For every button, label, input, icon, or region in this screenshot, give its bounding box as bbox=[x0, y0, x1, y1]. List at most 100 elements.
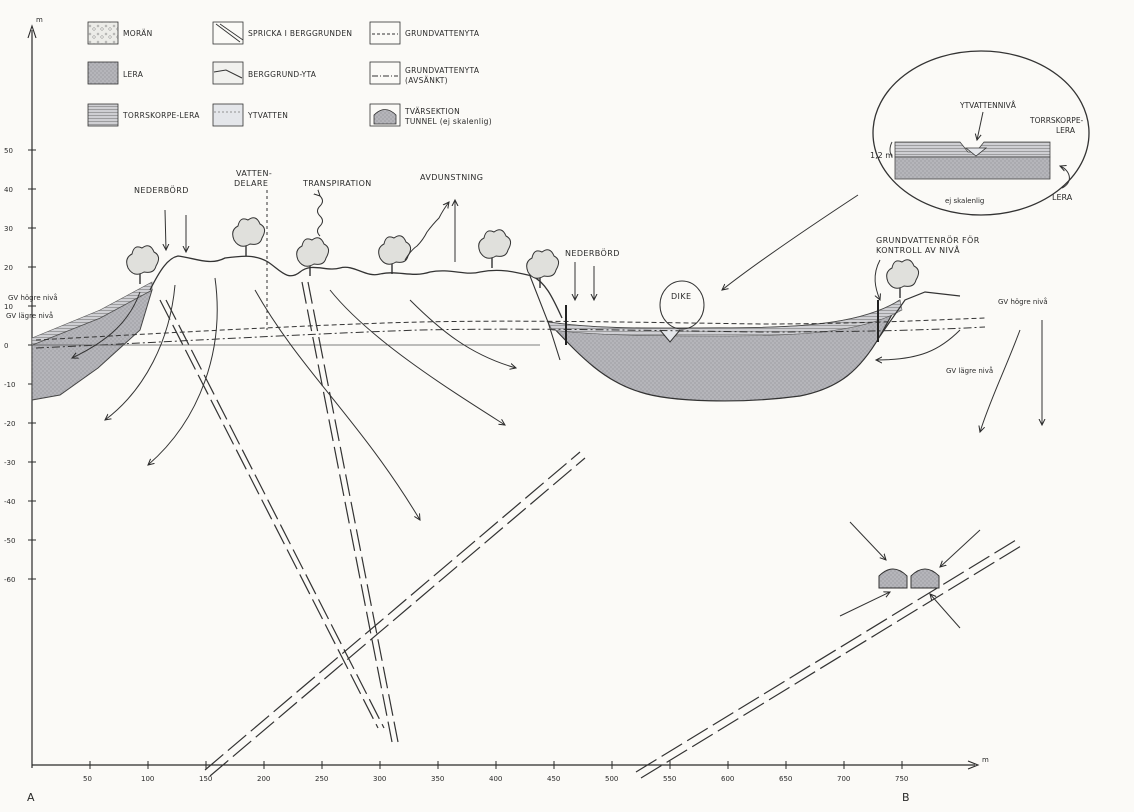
x-tick-label: 700 bbox=[837, 775, 850, 783]
tree bbox=[478, 229, 512, 268]
legend-label-surface-water: YTVATTEN bbox=[247, 111, 288, 120]
x-tick-label: 400 bbox=[489, 775, 502, 783]
x-tick-label: 50 bbox=[83, 775, 92, 783]
x-tick-label: 500 bbox=[605, 775, 618, 783]
y-axis-unit: m bbox=[36, 16, 43, 24]
gw-low-label-left: GV lägre nivå bbox=[6, 311, 53, 320]
inset-clay-arrow bbox=[1060, 166, 1070, 189]
y-tick-label: 20 bbox=[4, 264, 13, 272]
legend-label-dry-crust-clay: TORRSKORPE-LERA bbox=[122, 111, 200, 120]
legend: MORÄN LERA TORRSKORPE-LERA SPRICKA I BER… bbox=[87, 21, 492, 127]
inset-ellipse bbox=[872, 50, 1090, 216]
inset-clay-label: LERA bbox=[1052, 193, 1073, 202]
transpiration-label: TRANSPIRATION bbox=[302, 179, 372, 188]
fracture-4 bbox=[635, 539, 1022, 779]
inset-thickness-brace bbox=[889, 141, 893, 158]
tree bbox=[886, 259, 920, 298]
legend-label-clay: LERA bbox=[123, 70, 144, 79]
x-tick-label: 350 bbox=[431, 775, 444, 783]
tunnel-tube-left bbox=[878, 568, 908, 589]
flow-arrow-mid-3 bbox=[409, 299, 516, 368]
evaporation-wave bbox=[404, 202, 449, 261]
clay-basin-right bbox=[546, 299, 901, 402]
gw-high-label-right: GV högre nivå bbox=[998, 297, 1048, 306]
y-tick-label: -10 bbox=[4, 381, 15, 389]
tunnel-arrow-2 bbox=[940, 529, 981, 567]
right-hill bbox=[879, 291, 961, 337]
x-tick-label: 600 bbox=[721, 775, 734, 783]
legend-label-groundwater: GRUNDVATTENYTA bbox=[405, 29, 480, 38]
flow-arrow-left-3 bbox=[148, 277, 218, 465]
water-divide-label: VATTEN-DELARE bbox=[234, 169, 272, 188]
tree bbox=[296, 237, 330, 276]
ditch-label: DIKE bbox=[671, 292, 691, 301]
y-tick-label: 30 bbox=[4, 225, 13, 233]
axes: m m A B bbox=[27, 16, 989, 804]
flow-arrow-mid-2 bbox=[329, 289, 505, 425]
flow-arrow-left-2 bbox=[105, 284, 176, 420]
legend-fracture-line-b bbox=[219, 23, 244, 41]
well-arrow bbox=[875, 259, 880, 300]
precipitation-label-right: NEDERBÖRD bbox=[565, 248, 620, 258]
fracture-3 bbox=[204, 451, 586, 777]
x-tick-label: 100 bbox=[141, 775, 154, 783]
ditch-detail-inset: YTVATTENNIVÅ TORRSKORPE-LERA 1,2 m LERA … bbox=[870, 50, 1090, 216]
x-tick-label: 550 bbox=[663, 775, 676, 783]
y-tick-label: -40 bbox=[4, 498, 15, 506]
gw-level-low bbox=[35, 326, 986, 349]
fracture-1 bbox=[159, 299, 385, 729]
y-tick-label: -50 bbox=[4, 537, 15, 545]
legend-swatch-clay bbox=[87, 61, 119, 85]
legend-label-bedrock-surface: BERGGRUND-YTA bbox=[248, 70, 317, 79]
x-tick-label: 750 bbox=[895, 775, 908, 783]
flow-arrow-right-1 bbox=[876, 329, 961, 360]
x-axis-unit: m bbox=[982, 756, 989, 764]
tunnel-tube-right bbox=[910, 568, 940, 589]
inset-dry-crust-label: TORRSKORPE-LERA bbox=[1029, 116, 1084, 135]
legend-fracture-line-a bbox=[215, 23, 241, 43]
ditch bbox=[659, 329, 681, 343]
y-tick-label: 50 bbox=[4, 147, 13, 155]
legend-swatch-surface-water bbox=[212, 103, 244, 127]
tree bbox=[232, 217, 266, 256]
y-tick-label: 0 bbox=[4, 342, 8, 350]
inset-water-arrow bbox=[977, 111, 984, 140]
y-tick-label: -20 bbox=[4, 420, 15, 428]
flow-arrows bbox=[72, 190, 1042, 520]
precipitation-arrow-1 bbox=[165, 209, 166, 250]
tree bbox=[378, 235, 412, 274]
legend-label-fracture: SPRICKA I BERGGRUNDEN bbox=[248, 29, 352, 38]
x-tick-label: 250 bbox=[315, 775, 328, 783]
tree bbox=[526, 249, 560, 288]
legend-label-moraine: MORÄN bbox=[123, 29, 153, 38]
x-tick-label: 650 bbox=[779, 775, 792, 783]
y-tick-label: 40 bbox=[4, 186, 13, 194]
x-tick-label: 450 bbox=[547, 775, 560, 783]
inset-water bbox=[964, 147, 988, 157]
fracture-2 bbox=[301, 281, 399, 743]
flow-arrow-mid-1 bbox=[254, 289, 420, 520]
gw-level-high bbox=[35, 317, 986, 341]
left-bank-slope bbox=[529, 275, 561, 361]
x-tick-label: 150 bbox=[199, 775, 212, 783]
y-tick-label: -30 bbox=[4, 459, 15, 467]
inset-thickness-label: 1,2 m bbox=[870, 151, 893, 160]
ditch-callout bbox=[659, 280, 705, 330]
tunnel-arrow-1 bbox=[849, 521, 886, 560]
geology: DIKE bbox=[31, 255, 961, 402]
moraine-surface bbox=[149, 255, 563, 319]
transpiration-wave bbox=[318, 196, 323, 237]
section-end-label: B bbox=[902, 791, 910, 804]
gw-low-label-right: GV lägre nivå bbox=[946, 366, 993, 375]
bedrock-fractures bbox=[159, 281, 1022, 779]
legend-swatch-groundwater bbox=[369, 21, 401, 45]
x-axis-arrow bbox=[967, 760, 980, 770]
legend-swatch-groundwater-lowered bbox=[369, 61, 401, 85]
legend-swatch-bedrock-surface bbox=[212, 61, 244, 85]
flow-arrow-left-1 bbox=[72, 291, 141, 358]
